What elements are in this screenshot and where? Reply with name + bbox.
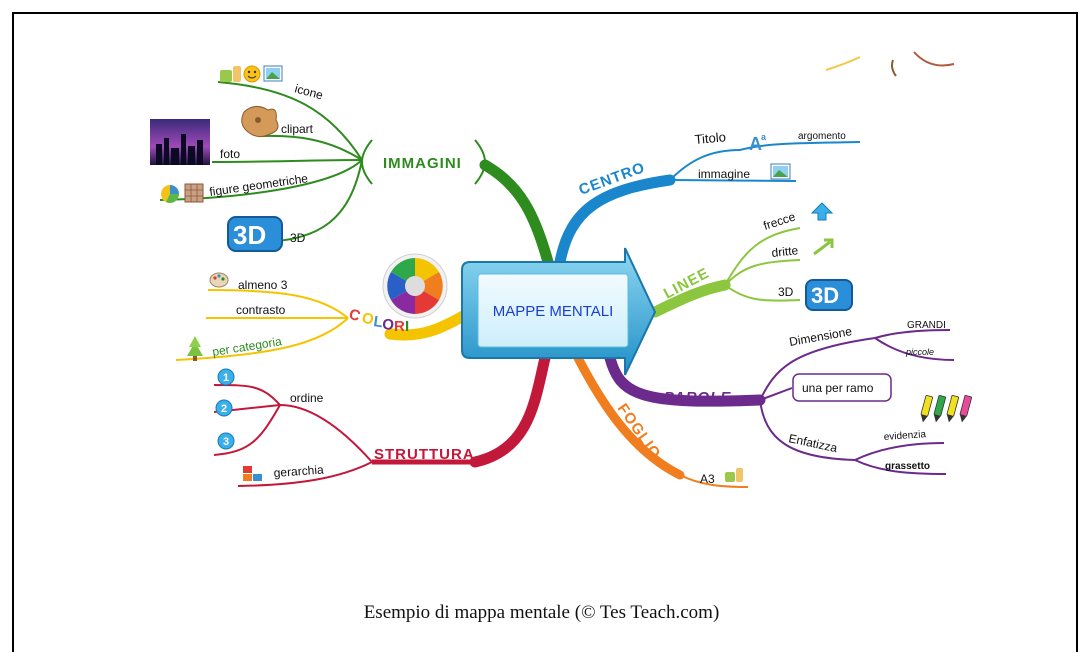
number-2-text: 2 (221, 403, 227, 415)
smiley-icon (243, 65, 261, 83)
picture-icon (263, 65, 283, 82)
svg-text:A: A (749, 134, 762, 154)
number-1-text: 1 (223, 372, 229, 384)
figure-frame (12, 12, 1078, 652)
thumbs-up-icon-foglio (725, 468, 743, 482)
branch-centro (554, 141, 861, 268)
immagini-item-3d: 3D (290, 231, 306, 245)
parole-item-dimensione: Dimensione (788, 324, 853, 349)
linee-item-3d: 3D (778, 285, 794, 299)
clipart-icon (241, 106, 279, 138)
parole-item-grassetto: grassetto (885, 461, 930, 472)
immagini-item-clipart: clipart (281, 122, 314, 136)
color-wheel-icon (382, 253, 448, 319)
immagini-item-icone: icone (293, 81, 325, 102)
parole-item-piccole: piccole (905, 347, 934, 357)
branch-immagini (159, 81, 554, 268)
colori-letter-o1: O (360, 309, 376, 328)
pie-chart-icon (161, 185, 179, 203)
3d-badge-icon-linee: 3D (805, 279, 853, 311)
branch-struttura (213, 352, 551, 487)
svg-text:a: a (761, 132, 767, 142)
picture-icon-centro (770, 163, 791, 180)
number-1-icon: 1 (217, 368, 235, 386)
number-2-icon: 2 (215, 399, 233, 417)
branch-parole (604, 329, 955, 475)
branch-immagini-label: IMMAGINI (383, 155, 462, 172)
colori-letter-i: I (405, 318, 409, 335)
centro-item-titolo: Titolo (694, 129, 727, 147)
top-right-fragment (825, 51, 955, 77)
central-node-label: MAPPE MENTALI (493, 303, 614, 320)
central-node (461, 247, 657, 376)
struttura-item-gerarchia: gerarchia (273, 463, 324, 480)
tree-icon (187, 336, 203, 361)
font-size-icon: A a (749, 132, 767, 154)
parole-item-evidenzia: evidenzia (883, 429, 926, 443)
parole-item-grandi: GRANDI (907, 320, 946, 331)
branch-struttura-label: STRUTTURA (374, 446, 475, 463)
una-per-ramo-box (792, 373, 892, 402)
immagini-item-figure-geometriche: figure geometriche (208, 171, 309, 199)
colori-letter-o2: O (382, 316, 395, 334)
foto-skyline (156, 134, 203, 165)
parole-item-enfatizza: Enfatizza (787, 431, 839, 455)
3d-badge-icon: 3D (227, 216, 283, 252)
branch-foglio (573, 353, 749, 488)
number-3-text: 3 (223, 436, 229, 448)
colori-letter-c: C (347, 306, 363, 326)
struttura-item-ordine: ordine (290, 391, 324, 405)
3d-badge-left-text: 3D (233, 220, 266, 250)
colori-letter-r: R (394, 318, 405, 335)
3d-badge-right-text: 3D (811, 283, 839, 308)
immagini-item-foto: foto (220, 147, 240, 161)
colori-label: C O L O R I (347, 306, 409, 335)
branch-linee (649, 227, 801, 318)
foglio-item-a3: A3 (700, 472, 715, 486)
colori-letter-l: L (372, 313, 383, 331)
colori-item-contrasto: contrasto (236, 303, 286, 317)
parole-item-una-per-ramo: una per ramo (802, 381, 874, 395)
number-3-icon: 3 (217, 432, 235, 450)
mind-map: IMMAGINI icone clipart foto figure geome… (150, 51, 972, 488)
hierarchy-icon (243, 466, 262, 481)
palette-icon (209, 272, 229, 288)
figure-caption: Esempio di mappa mentale (© Tes Teach.co… (363, 602, 720, 623)
colori-item-almeno-3: almeno 3 (238, 278, 288, 292)
colori-item-per-categoria: per categoria (211, 334, 283, 359)
thumbs-up-icon (220, 66, 241, 82)
branch-parole-label: PAROLE (664, 389, 731, 406)
highlighter-icon (920, 395, 972, 423)
centro-item-argomento: argomento (798, 131, 846, 142)
grid-icon (184, 183, 204, 203)
linee-item-dritte: dritte (771, 243, 799, 260)
arrow-diagonal-icon (813, 238, 834, 256)
arrow-up-icon (810, 202, 834, 221)
centro-item-immagine: immagine (698, 167, 750, 181)
